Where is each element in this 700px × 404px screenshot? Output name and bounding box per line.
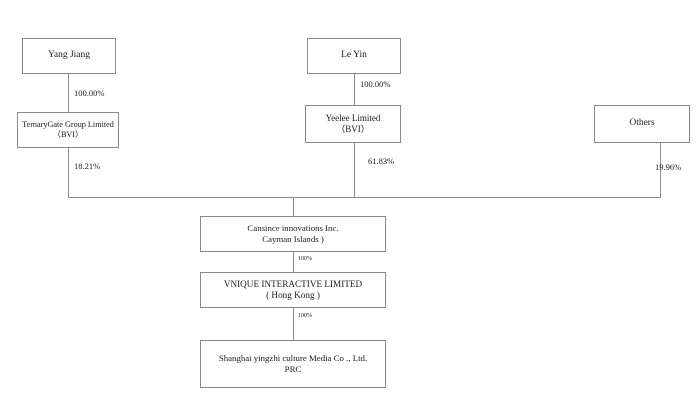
node-ternarygate-group-limited[interactable]: TernaryGate Group Limited （BVI） [17, 112, 119, 148]
connector-bus-to-cansince [293, 197, 294, 216]
edge-label-others-to-cansince: 19.96% [655, 162, 682, 172]
node-le-yin-line1: Le Yin [341, 50, 367, 61]
node-shanghai-yingzhi-culture-media[interactable]: Shanghai yingzhi culture Media Co ., Ltd… [200, 340, 386, 388]
connector-le-yin-to-yeelee [354, 74, 355, 105]
node-yeelee-line2: （BVI） [336, 124, 370, 134]
connector-others-drop [660, 143, 661, 197]
connector-ternarygate-drop [68, 148, 69, 197]
node-vnique-interactive-limited[interactable]: VNIQUE INTERACTIVE LIMITED ( Hong Kong ) [200, 272, 386, 308]
connector-owners-bus [68, 197, 661, 198]
node-cansince-innovations[interactable]: Cansince innovations Inc. Cayman Islands… [200, 216, 386, 252]
node-others-line1: Others [629, 118, 655, 129]
node-yeelee-line1: Yeelee Limited [325, 112, 381, 123]
edge-label-vnique-to-shanghai: 100% [298, 313, 312, 319]
edge-label-yang-jiang-to-ternarygate: 100.00% [74, 88, 105, 98]
node-shanghai-line1: Shanghai yingzhi culture Media Co ., Ltd… [218, 353, 368, 364]
node-ternarygate-line1: TernaryGate Group Limited [22, 119, 114, 129]
node-cansince-line2: Cayman Islands ) [262, 234, 324, 244]
edge-label-cansince-to-vnique: 100% [298, 256, 312, 262]
connector-vnique-to-shanghai [293, 308, 294, 340]
node-ternarygate-line2: （BVI） [52, 130, 84, 139]
edge-label-yeelee-to-cansince: 61.83% [368, 156, 395, 166]
node-vnique-line1: VNIQUE INTERACTIVE LIMITED [223, 278, 363, 289]
node-shanghai-line2: PRC [284, 364, 302, 374]
connector-yeelee-drop [354, 143, 355, 197]
node-vnique-line2: ( Hong Kong ) [266, 290, 320, 300]
node-yeelee-limited[interactable]: Yeelee Limited （BVI） [305, 105, 401, 143]
connector-yang-jiang-to-ternarygate [68, 74, 69, 112]
node-cansince-line1: Cansince innovations Inc. [247, 223, 339, 234]
edge-label-le-yin-to-yeelee: 100.00% [360, 79, 391, 89]
node-le-yin[interactable]: Le Yin [307, 38, 401, 74]
node-yang-jiang-line1: Yang Jiang [47, 50, 91, 61]
node-others[interactable]: Others [594, 105, 690, 143]
node-yang-jiang[interactable]: Yang Jiang [22, 38, 116, 74]
edge-label-ternarygate-to-cansince: 18.21% [74, 161, 101, 171]
connector-cansince-to-vnique [293, 252, 294, 272]
